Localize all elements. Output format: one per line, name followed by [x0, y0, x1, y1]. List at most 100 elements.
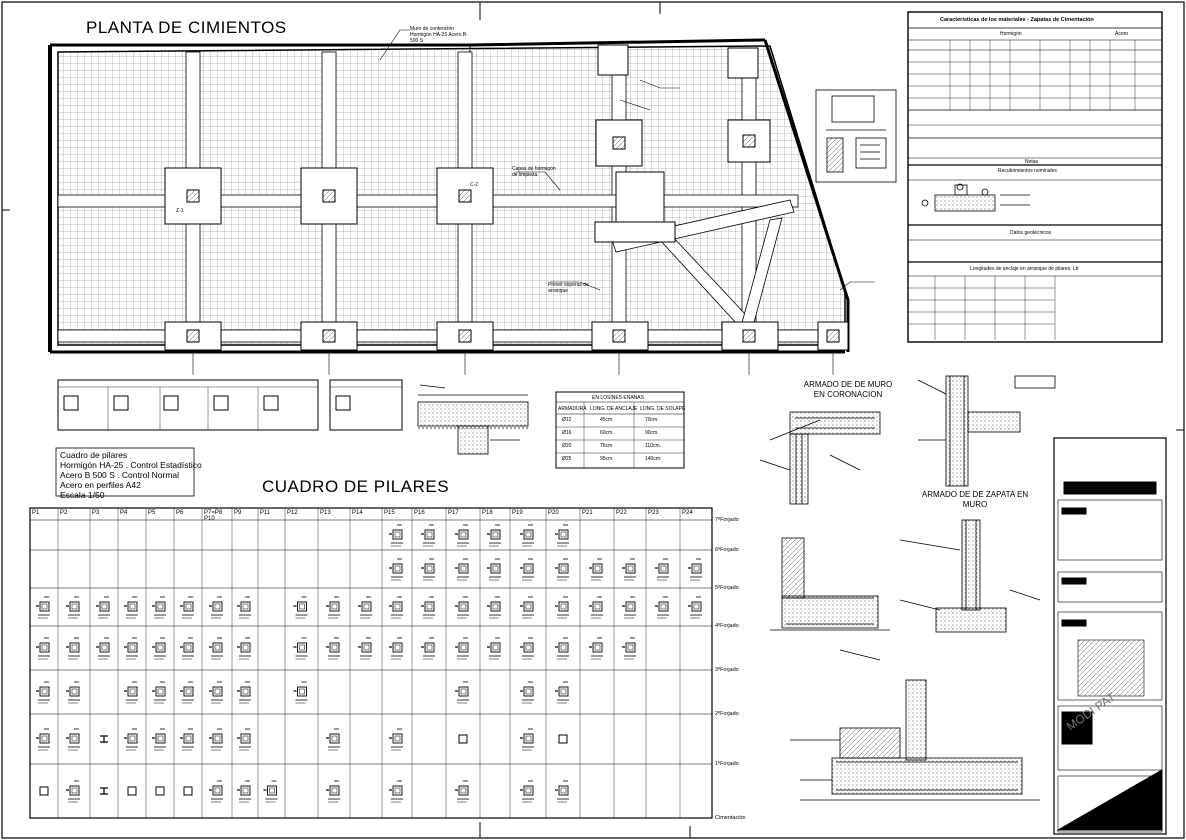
column-header-label: P21	[582, 510, 593, 516]
pillar-rebar-icon	[525, 688, 532, 695]
pillar-rebar-icon	[460, 565, 467, 572]
plan-title: PLANTA DE CIMIENTOS	[86, 18, 287, 37]
pillar-section-icon	[592, 563, 603, 574]
pillar-rebar-icon	[525, 531, 532, 538]
column-header-label: P5	[148, 510, 156, 516]
pillar-rebar-icon	[41, 688, 48, 695]
anchor-table-cell: 75cm.	[600, 443, 614, 449]
anchor-table-cell: Ø25	[562, 456, 572, 462]
column-wall-detail	[917, 375, 1056, 487]
pillar-section-icon	[424, 642, 435, 653]
pillar-rebar-icon	[185, 644, 192, 651]
legend-line: Hormigón HA-25 . Control Estadístico	[60, 460, 202, 470]
pillar-section-icon	[69, 733, 80, 744]
column-header-label: P1	[32, 510, 40, 516]
pillar-section-icon	[458, 529, 469, 540]
pillar-section-icon	[212, 733, 223, 744]
pillar-rebar-icon	[242, 688, 249, 695]
column-header-label: P11	[260, 510, 271, 516]
legend-frame	[55, 447, 195, 497]
pillar-rebar-icon	[214, 603, 221, 610]
pillar-section-icon	[267, 785, 277, 796]
floor-label: 2ºForjado	[715, 711, 739, 717]
pillar-square-icon	[458, 734, 468, 744]
pillar-rebar-icon	[331, 603, 338, 610]
pillar-section-icon	[691, 563, 702, 574]
floor-label: 7ºForjado	[715, 517, 739, 523]
pillar-section-icon	[297, 601, 307, 612]
pillar-section-icon	[240, 642, 251, 653]
pillar-rebar-icon	[460, 531, 467, 538]
legend-line: Acero B 500 S . Control Normal	[60, 470, 180, 480]
pillar-rebar-icon	[157, 644, 164, 651]
legend-line: Cuadro de pilares	[60, 450, 128, 460]
pillar-rebar-icon	[525, 603, 532, 610]
pillar-section-icon	[458, 601, 469, 612]
pillar-rebar-icon	[41, 735, 48, 742]
pillar-rebar-icon	[71, 688, 78, 695]
legend: Cuadro de pilares Hormigón HA-25 . Contr…	[60, 450, 202, 500]
wall-footing-detail	[899, 519, 1041, 633]
pillar-section-icon	[490, 563, 501, 574]
pillar-section-icon	[424, 529, 435, 540]
column-header-label: P9	[234, 510, 242, 516]
pillar-section-icon	[490, 529, 501, 540]
column-header-label: P2	[60, 510, 68, 516]
column-header-label: P12	[287, 510, 298, 516]
anchor-table-cell: 140cm.	[645, 456, 662, 462]
legend-line: Acero en perfiles A42	[60, 480, 141, 490]
pillar-rebar-icon	[101, 644, 108, 651]
pillar-rebar-icon	[101, 603, 108, 610]
pillar-section-icon	[329, 733, 340, 744]
pillar-section-icon	[155, 686, 166, 697]
wall-crown-detail	[759, 411, 881, 505]
pillar-rebar-icon	[394, 603, 401, 610]
column-header-label: P13	[320, 510, 331, 516]
materials-table-frame	[907, 11, 1163, 343]
pillar-section-icon	[558, 686, 569, 697]
pillar-section-icon	[240, 733, 251, 744]
pillar-section-icon	[39, 601, 50, 612]
anchor-table-cell: 110cm.	[645, 443, 662, 449]
pillar-section-icon	[127, 642, 138, 653]
column-header-label: P17	[448, 510, 459, 516]
anchor-table-cell: Ø20	[562, 443, 572, 449]
pillar-rebar-icon	[560, 644, 567, 651]
floor-label: 1ºForjado	[715, 761, 739, 767]
pillar-section-icon	[625, 601, 636, 612]
pillar-section-icon	[297, 642, 307, 653]
pillar-rebar-icon	[185, 735, 192, 742]
column-header-label: P16	[414, 510, 425, 516]
cover-detail	[921, 183, 1030, 212]
pillar-section-icon	[558, 642, 569, 653]
pillar-h-profile-icon	[100, 787, 108, 795]
pillar-rebar-icon	[560, 531, 567, 538]
pillar-section-icon	[240, 785, 251, 796]
pillar-rebar-icon	[331, 735, 338, 742]
column-header-label: P20	[548, 510, 559, 516]
pillar-rebar-icon	[460, 644, 467, 651]
pillar-rebar-icon	[363, 603, 370, 610]
pillar-rebar-icon	[129, 644, 136, 651]
detail-title-footing: ARMADO DE DE ZAPATA EN MURO	[921, 490, 1029, 509]
pillar-section-icon	[127, 686, 138, 697]
pillar-section-icon	[458, 785, 469, 796]
pillar-section-icon	[127, 601, 138, 612]
pillar-rebar-icon	[426, 565, 433, 572]
pillar-rebar-icon	[693, 565, 700, 572]
pillar-rebar-icon	[560, 787, 567, 794]
detail-title-crown: ARMADO DE DE MURO EN CORONACION	[803, 380, 893, 399]
pillar-section-icon	[329, 601, 340, 612]
pillar-rebar-icon	[71, 787, 78, 794]
pillar-section-icon	[523, 686, 534, 697]
pillar-rebar-icon	[525, 735, 532, 742]
pillar-rebar-icon	[525, 787, 532, 794]
pillar-section-icon	[392, 785, 403, 796]
pillar-rebar-icon	[331, 644, 338, 651]
pillar-section-icon	[329, 785, 340, 796]
pillar-section-icon	[155, 733, 166, 744]
pillar-section-icon	[523, 733, 534, 744]
column-header-label: P18	[482, 510, 493, 516]
pillar-section-icon	[69, 785, 80, 796]
pillar-rebar-icon	[594, 565, 601, 572]
